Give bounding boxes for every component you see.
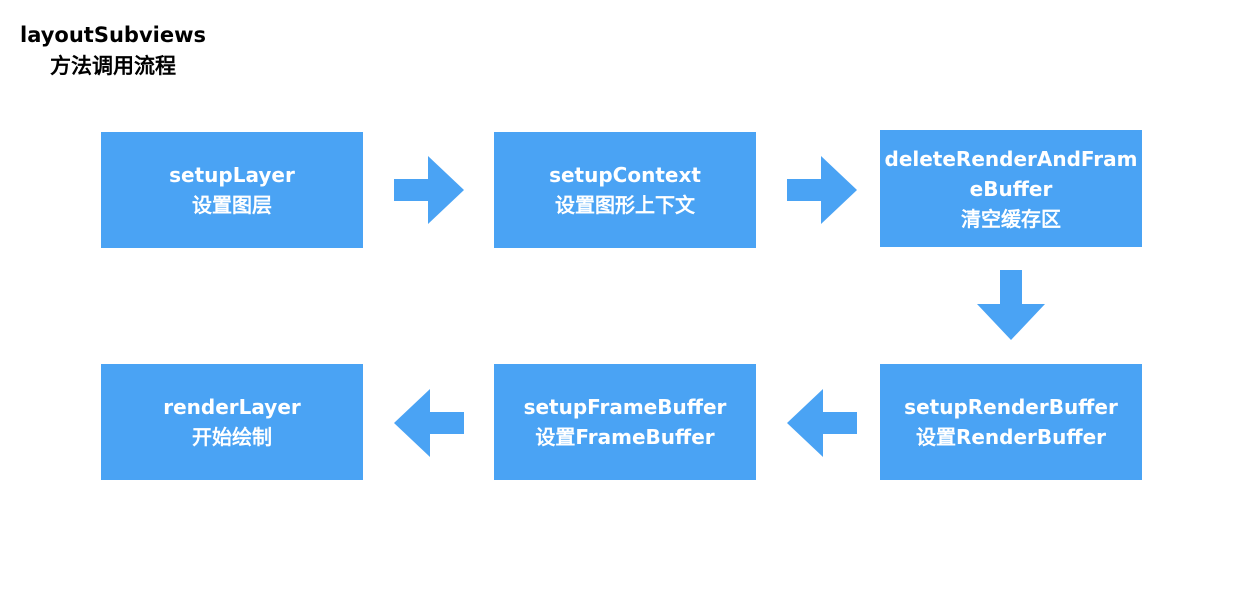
- step-desc: 开始绘制: [192, 425, 272, 449]
- arrow-right-icon: [394, 156, 464, 224]
- step-name: setupFrameBuffer: [523, 395, 727, 419]
- step-name: setupLayer: [169, 163, 295, 187]
- step-setup-layer: setupLayer 设置图层: [101, 132, 363, 248]
- title-line-2: 方法调用流程: [50, 54, 176, 78]
- step-desc: 设置图层: [192, 193, 272, 217]
- arrow-down-icon: [977, 270, 1045, 340]
- diagram-title: layoutSubviews 方法调用流程: [18, 20, 208, 82]
- step-name: setupContext: [549, 163, 701, 187]
- step-name: setupRenderBuffer: [904, 395, 1118, 419]
- step-desc: 设置FrameBuffer: [535, 425, 715, 449]
- step-desc: 清空缓存区: [961, 206, 1061, 231]
- step-setup-render-buffer: setupRenderBuffer 设置RenderBuffer: [880, 364, 1142, 480]
- step-desc: 设置图形上下文: [555, 193, 695, 217]
- arrow-left-icon: [787, 389, 857, 457]
- step-delete-render-and-frame-buffer: deleteRenderAndFrameBuffer 清空缓存区: [880, 130, 1142, 247]
- step-name: renderLayer: [163, 395, 301, 419]
- step-name: deleteRenderAndFrameBuffer: [884, 146, 1138, 201]
- arrow-left-icon: [394, 389, 464, 457]
- step-setup-context: setupContext 设置图形上下文: [494, 132, 756, 248]
- arrow-right-icon: [787, 156, 857, 224]
- step-render-layer: renderLayer 开始绘制: [101, 364, 363, 480]
- title-line-1: layoutSubviews: [20, 23, 206, 47]
- step-desc: 设置RenderBuffer: [915, 425, 1107, 449]
- step-setup-frame-buffer: setupFrameBuffer 设置FrameBuffer: [494, 364, 756, 480]
